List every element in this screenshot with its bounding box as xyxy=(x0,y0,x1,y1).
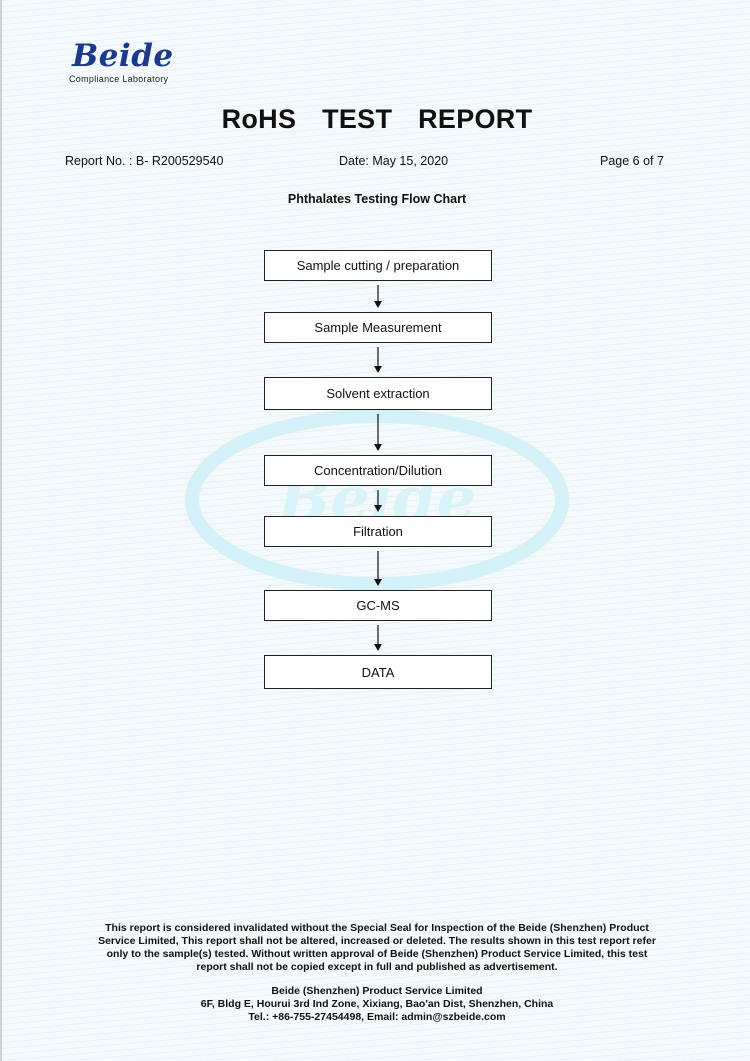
footer-disclaimer-line: report shall not be copied except in ful… xyxy=(196,961,558,973)
flow-step: Concentration/Dilution xyxy=(264,455,492,486)
flow-step: DATA xyxy=(264,655,492,689)
flow-step-label: Sample cutting / preparation xyxy=(296,258,460,273)
footer-disclaimer-line: This report is considered invalidated wi… xyxy=(105,922,649,934)
footer-disclaimer-line: Service Limited, This report shall not b… xyxy=(98,935,656,947)
flow-arrow xyxy=(374,551,382,586)
report-title: RoHS TEST REPORT xyxy=(221,104,533,134)
page-number: Page 6 of 7 xyxy=(600,154,664,168)
flow-chart-title: Phthalates Testing Flow Chart xyxy=(287,192,467,206)
footer-address: 6F, Bldg E, Hourui 3rd Ind Zone, Xixiang… xyxy=(200,998,554,1010)
flow-arrow xyxy=(374,285,382,308)
flow-step-label: DATA xyxy=(361,664,395,680)
logo-subtitle: Compliance Laboratory xyxy=(69,74,169,84)
footer-company: Beide (Shenzhen) Product Service Limited xyxy=(271,985,483,997)
flow-step-label: Filtration xyxy=(353,524,403,539)
footer-contact: Tel.: +86-755-27454498, Email: admin@szb… xyxy=(248,1011,506,1023)
beide-logo: Beide Compliance Laboratory xyxy=(64,38,194,88)
flow-step: Sample Measurement xyxy=(264,312,492,343)
flow-step-label: Sample Measurement xyxy=(314,320,442,335)
flow-step: Solvent extraction xyxy=(264,377,492,410)
flow-step: GC-MS xyxy=(264,590,492,621)
flow-step-label: Concentration/Dilution xyxy=(314,463,442,478)
flow-arrow xyxy=(374,347,382,373)
footer-disclaimer-line: only to the sample(s) tested. Without wr… xyxy=(106,948,648,960)
footer-disclaimer: This report is considered invalidated wi… xyxy=(57,922,697,974)
flow-step: Sample cutting / preparation xyxy=(264,250,492,281)
flow-arrow xyxy=(374,490,382,512)
flow-step-label: Solvent extraction xyxy=(326,386,430,401)
footer: This report is considered invalidated wi… xyxy=(57,922,697,1024)
report-number: Report No. : B- R200529540 xyxy=(65,154,224,168)
flow-arrow xyxy=(374,414,382,451)
report-date: Date: May 15, 2020 xyxy=(339,154,449,168)
flow-step: Filtration xyxy=(264,516,492,547)
flow-step-label: GC-MS xyxy=(356,598,400,613)
flow-arrow xyxy=(374,625,382,651)
logo-word: Beide xyxy=(72,38,174,74)
